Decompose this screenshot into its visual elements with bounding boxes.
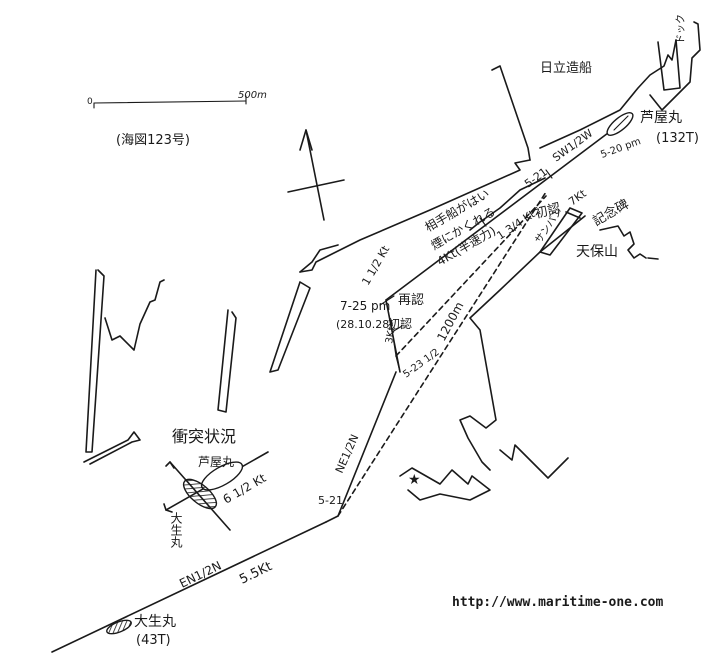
track-tick-521 bbox=[545, 169, 553, 179]
source-url: http://www.maritime-one.com bbox=[452, 595, 663, 610]
daisho-track-en bbox=[51, 521, 327, 653]
sight-line-first bbox=[395, 195, 547, 357]
breakwater-top bbox=[491, 65, 531, 161]
label-inset-daisho: 大生丸 bbox=[169, 512, 183, 549]
inset-arrow-1 bbox=[165, 461, 175, 469]
scale-line bbox=[93, 100, 247, 104]
north-arrow-head bbox=[299, 129, 313, 151]
north-arrow-shaft bbox=[305, 129, 325, 221]
shoreline bbox=[83, 21, 701, 501]
pier-left-5 bbox=[83, 431, 141, 465]
chart-reference: (海図123号) bbox=[116, 133, 190, 148]
label-ashiya: 芦屋丸 bbox=[640, 110, 682, 126]
label-date: (28.10.28) bbox=[336, 318, 394, 331]
main-pier bbox=[299, 159, 531, 273]
label-dock: ドック bbox=[675, 14, 687, 44]
ship-daisho bbox=[106, 619, 132, 635]
pier-east bbox=[499, 444, 569, 479]
daisho-hull bbox=[106, 619, 132, 635]
ashiya-keel bbox=[613, 115, 629, 131]
text-labels: 日立造船 ドック 芦屋丸 (132T) SW1/2W 5-20 pm 5-21 … bbox=[134, 14, 699, 648]
pier-lower bbox=[469, 177, 546, 231]
label-speed-3kt: 3Kt bbox=[384, 326, 398, 345]
label-daisho: 大生丸 bbox=[134, 614, 176, 630]
pier-left-1 bbox=[85, 269, 105, 453]
collision-inset bbox=[163, 451, 269, 531]
dock-inner-1 bbox=[657, 39, 681, 91]
label-shipyard: 日立造船 bbox=[540, 61, 592, 76]
label-collision-title: 衝突状況 bbox=[172, 427, 236, 446]
label-daisho-tonnage: (43T) bbox=[136, 633, 171, 648]
pier-left-2 bbox=[104, 279, 165, 351]
tenpozan-shore bbox=[599, 225, 647, 259]
track-tick-mid bbox=[479, 217, 487, 227]
pier-left-3 bbox=[217, 309, 237, 413]
label-ashiya-tonnage: (132T) bbox=[656, 131, 699, 146]
tenpozan-shore-end bbox=[647, 257, 659, 260]
label-first-sight: 初認 bbox=[388, 316, 412, 331]
resight-tick bbox=[379, 295, 395, 306]
label-first-sight-top: 初認 bbox=[533, 200, 562, 222]
dock-wall bbox=[649, 21, 701, 111]
label-time-520: 5-20 pm bbox=[599, 136, 642, 161]
sight-line-1200m bbox=[337, 191, 547, 517]
north-arrow-cross bbox=[287, 179, 345, 193]
label-tenpozan: 天保山 bbox=[576, 244, 618, 260]
basin-south bbox=[399, 467, 491, 501]
label-time-521-bottom: 5-21 bbox=[318, 494, 343, 507]
sampan-berth-cap bbox=[565, 211, 581, 219]
label-time-725: 7-25 pm bbox=[340, 299, 390, 313]
ship-ashiya bbox=[606, 112, 634, 136]
daisho-track bbox=[51, 191, 547, 653]
sampan-berth bbox=[539, 207, 583, 256]
north-arrow bbox=[287, 129, 345, 221]
pier-spine bbox=[459, 215, 586, 471]
scale-end: 500m bbox=[238, 90, 267, 101]
firstsight-tick bbox=[391, 325, 403, 333]
label-speed-5-5kt: 5.5Kt bbox=[237, 559, 274, 588]
scale-bar: 0 500m (海図123号) bbox=[87, 90, 267, 148]
pier-left-4 bbox=[269, 281, 311, 373]
label-speed-1-1-2kt: 1 1/2 Kt bbox=[359, 243, 392, 288]
label-speed-7kt: 7Kt bbox=[566, 187, 589, 209]
label-monument: 記念碑 bbox=[590, 196, 632, 229]
daisho-track-turn bbox=[325, 515, 339, 523]
label-resight: 再認 bbox=[398, 292, 424, 308]
label-distance: 1200m bbox=[434, 300, 466, 344]
inset-arrow-2 bbox=[163, 503, 173, 513]
star-icon: ★ bbox=[408, 472, 421, 488]
daisho-track-ne bbox=[337, 371, 397, 517]
label-speed-1-3-4kt: 1 3/4 Kt bbox=[494, 207, 538, 242]
scale-zero: 0 bbox=[87, 97, 93, 107]
converge-line bbox=[385, 299, 401, 373]
shipyard-shore bbox=[539, 39, 677, 149]
label-inset-ashiya: 芦屋丸 bbox=[198, 455, 234, 469]
west-quay bbox=[299, 244, 339, 273]
ashiya-track-upper bbox=[385, 129, 613, 301]
inset-daisho-hull bbox=[182, 478, 218, 510]
